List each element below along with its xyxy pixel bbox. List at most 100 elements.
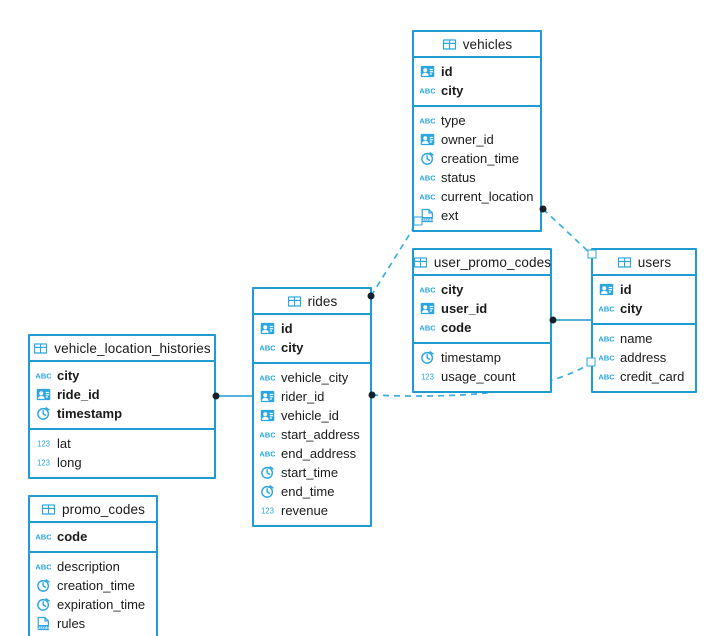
svg-text:123: 123	[37, 440, 51, 449]
table-grid-icon	[33, 341, 48, 356]
abc-text-icon: ABC	[260, 446, 275, 461]
column-name: type	[441, 113, 466, 128]
column-row-vehicles-creation_time[interactable]: creation_time	[414, 149, 540, 168]
column-name: city	[441, 282, 464, 297]
column-name: id	[441, 64, 453, 79]
edge-endpoint-dot-vehicles-to-users	[539, 205, 547, 213]
svg-text:ABC: ABC	[420, 324, 435, 333]
table-header-rides[interactable]: rides	[254, 289, 370, 315]
table-title: users	[637, 254, 672, 270]
column-row-promo_codes-rules[interactable]: JSON rules	[30, 614, 156, 633]
column-row-vehicles-id[interactable]: id	[414, 62, 540, 81]
svg-text:ABC: ABC	[36, 563, 51, 572]
clock-icon	[260, 484, 275, 499]
column-name: code	[57, 529, 88, 544]
column-row-promo_codes-expiration_time[interactable]: expiration_time	[30, 595, 156, 614]
svg-text:123: 123	[261, 507, 275, 516]
column-row-users-id[interactable]: id	[593, 280, 695, 299]
column-row-promo_codes-creation_time[interactable]: creation_time	[30, 576, 156, 595]
table-grid-icon	[413, 255, 428, 270]
abc-text-icon: ABC	[260, 340, 275, 355]
column-name: address	[620, 350, 667, 365]
clock-icon	[420, 151, 435, 166]
column-name: rules	[57, 616, 86, 631]
column-row-vehicles-owner_id[interactable]: owner_id	[414, 130, 540, 149]
svg-text:ABC: ABC	[260, 344, 275, 353]
svg-text:ABC: ABC	[420, 117, 435, 126]
123-number-icon: 123	[36, 455, 51, 470]
id-badge-icon	[260, 321, 275, 336]
table-header-users[interactable]: users	[593, 250, 695, 276]
column-name: ext	[441, 208, 459, 223]
table-grid-icon	[41, 502, 56, 517]
column-name: end_time	[281, 484, 335, 499]
column-name: current_location	[441, 189, 534, 204]
table-header-vehicles[interactable]: vehicles	[414, 32, 540, 58]
json-document-icon: JSON	[36, 616, 51, 631]
id-badge-icon	[420, 132, 435, 147]
abc-text-icon: ABC	[260, 370, 275, 385]
abc-text-icon: ABC	[36, 559, 51, 574]
column-name: credit_card	[620, 369, 685, 384]
abc-text-icon: ABC	[420, 189, 435, 204]
table-grid-icon	[287, 294, 302, 309]
table-header-vehicle_location_histories[interactable]: vehicle_location_histories	[30, 336, 214, 362]
column-row-user_promo_codes-city[interactable]: ABC city	[414, 280, 550, 299]
svg-text:ABC: ABC	[599, 305, 614, 314]
table-header-promo_codes[interactable]: promo_codes	[30, 497, 156, 523]
table-grid-icon	[617, 255, 632, 270]
column-row-vehicle_location_histories-timestamp[interactable]: timestamp	[30, 404, 214, 423]
column-row-rides-start_time[interactable]: start_time	[254, 463, 370, 482]
abc-text-icon: ABC	[36, 368, 51, 383]
column-row-rides-vehicle_id[interactable]: vehicle_id	[254, 406, 370, 425]
column-name: timestamp	[57, 406, 123, 421]
column-row-user_promo_codes-timestamp[interactable]: timestamp	[414, 348, 550, 367]
edge-endpoint-square-vehicles-to-users	[587, 249, 597, 259]
column-row-rides-id[interactable]: id	[254, 319, 370, 338]
column-row-rides-end_time[interactable]: end_time	[254, 482, 370, 501]
column-row-vehicles-type[interactable]: ABC type	[414, 111, 540, 130]
column-row-vehicles-current_location[interactable]: ABC current_location	[414, 187, 540, 206]
abc-text-icon: ABC	[420, 113, 435, 128]
svg-text:ABC: ABC	[260, 450, 275, 459]
column-name: ride_id	[57, 387, 100, 402]
column-row-user_promo_codes-user_id[interactable]: user_id	[414, 299, 550, 318]
column-row-rides-rider_id[interactable]: rider_id	[254, 387, 370, 406]
column-name: status	[441, 170, 476, 185]
column-name: vehicle_id	[281, 408, 339, 423]
abc-text-icon: ABC	[420, 282, 435, 297]
column-row-vehicle_location_histories-ride_id[interactable]: ride_id	[30, 385, 214, 404]
table-header-user_promo_codes[interactable]: user_promo_codes	[413, 250, 551, 276]
id-badge-icon	[260, 389, 275, 404]
column-name: owner_id	[441, 132, 494, 147]
